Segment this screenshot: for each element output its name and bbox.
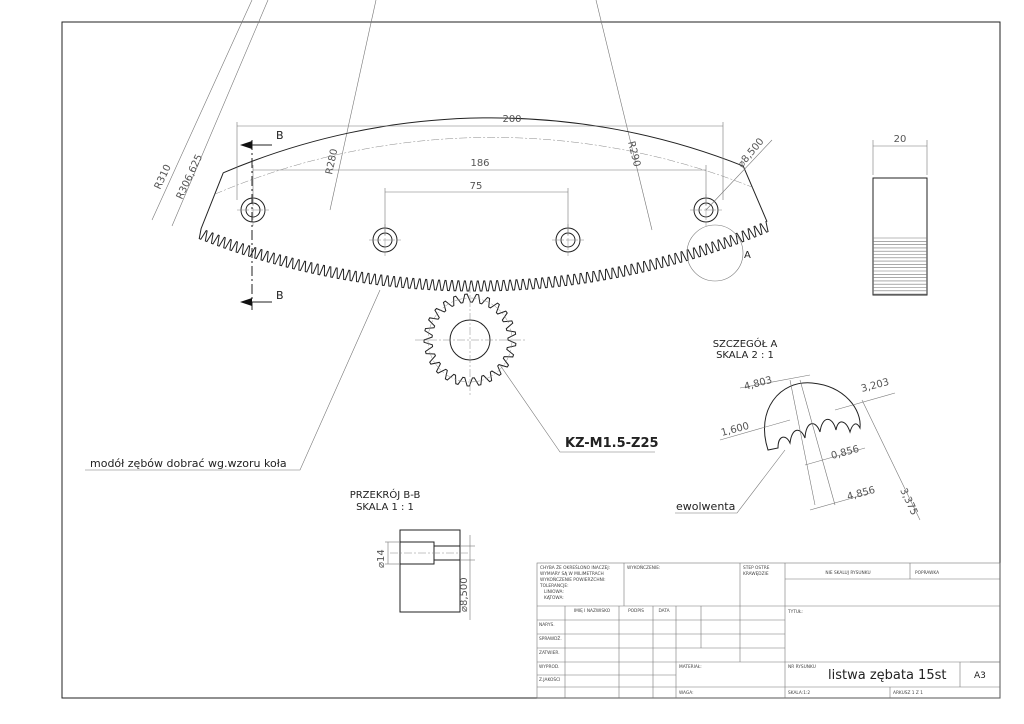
tb-material: MATERIAŁ: (679, 664, 702, 670)
tb-header-date: DATA (658, 608, 669, 614)
dim-r290: R290 (625, 140, 642, 168)
detail-title: SZCZEGÓŁ A (713, 337, 778, 350)
tb-row-drawn: NARYS. (539, 622, 555, 628)
module-note-leader (85, 289, 381, 471)
dimension-lines (236, 122, 773, 235)
dim-r280: R280 (324, 148, 340, 176)
title-block (536, 562, 1001, 699)
gear-ref-leader (499, 364, 655, 453)
section-mark-top: B (276, 129, 284, 142)
tb-edges-2: KRAWĘDZIE (743, 571, 769, 577)
section-title: PRZEKRÓJ B-B (350, 488, 421, 501)
involute-label: ewolwenta (676, 500, 735, 513)
section-dim-14: ⌀14 (376, 549, 387, 568)
section-mark-bottom: B (276, 289, 284, 302)
dim-r310: R310 (153, 163, 174, 191)
detail-scale: SKALA 2 : 1 (716, 350, 774, 361)
dim-186: 186 (470, 158, 489, 169)
tb-revision: POPRAWKA (915, 570, 939, 576)
detail-dimension-lines (719, 374, 921, 521)
tb-row-mfg: WYPROD. (539, 664, 560, 670)
tb-scale: SKALA:1:2 (788, 690, 810, 696)
gear-bore (449, 319, 491, 361)
tb-note-4: TOLERANCJE: (539, 583, 569, 589)
tb-finish: WYKOŃCZENIE: (627, 564, 660, 571)
tb-edges-1: STEP OSTRE (743, 565, 770, 571)
dim-75: 75 (470, 181, 483, 192)
tb-row-checked: SPRAWDŹ. (539, 634, 562, 642)
mounting-holes (237, 194, 722, 256)
tb-note-2: WYMIARY SĄ W MILIMETRACH (540, 571, 604, 577)
tb-header-sign: PODPIS (628, 608, 644, 614)
detail-dim-6: 3,375 (897, 487, 919, 518)
tb-note-3: WYKOŃCZENIE POWIERZCHNI: (540, 576, 606, 583)
side-view (872, 140, 928, 296)
detail-dim-4: 0,856 (830, 444, 861, 462)
detail-dim-3: 1,600 (720, 421, 751, 439)
tb-header-name: IMIĘ I NAZWISKO (574, 608, 611, 614)
tb-no-scale: NIE SKALUJ RYSUNKU (825, 570, 870, 576)
radius-leaders (151, 0, 653, 231)
dim-width-20: 20 (894, 134, 907, 145)
drawing-frame (61, 21, 1001, 699)
detail-dim-2: 3,203 (860, 377, 891, 395)
tb-note-6: KĄTOWA: (544, 595, 564, 601)
rack-outline (198, 117, 769, 292)
involute-leader (675, 449, 786, 514)
module-note: modół zębów dobrać wg.wzoru koła (90, 457, 287, 470)
section-scale: SKALA 1 : 1 (356, 502, 414, 513)
gear-ref: KZ-M1.5-Z25 (565, 436, 659, 451)
detail-a-profile (763, 382, 861, 451)
dim-200: 200 (502, 114, 521, 125)
pitch-line (214, 137, 753, 195)
section-line-bb (240, 140, 272, 310)
section-dim-8500: ⌀8,500 (459, 577, 470, 612)
tb-format: A3 (974, 671, 986, 681)
detail-dim-1: 4,803 (743, 375, 774, 393)
tb-row-quality: Z.JAKOŚCI (539, 676, 560, 683)
gear-rack (198, 117, 769, 292)
tb-title-label: TYTUŁ: (787, 609, 803, 615)
detail-dim-5: 4,856 (846, 485, 877, 503)
tb-note-1: CHYBA ŻE OKREŚLONO INACZEJ: (540, 564, 610, 571)
gear-teeth (423, 293, 517, 387)
tb-weight: WAGA: (679, 690, 694, 696)
tb-drawing-no: listwa zębata 15st (828, 668, 946, 683)
detail-circle-a (686, 224, 744, 282)
mating-gear (415, 285, 525, 395)
dim-hole-diameter: ⌀8,500 (736, 136, 767, 170)
gear-pitch-circle (427, 297, 513, 383)
detail-mark: A (744, 250, 751, 261)
tb-sheet: ARKUSZ 1 Z 1 (893, 690, 923, 696)
section-bb-view (385, 529, 475, 620)
tb-note-5: LINIOWA: (544, 589, 564, 595)
tb-row-approved: ZATWIER. (539, 650, 560, 656)
tb-drawing-no-label: NR RYSUNKU (788, 664, 816, 670)
